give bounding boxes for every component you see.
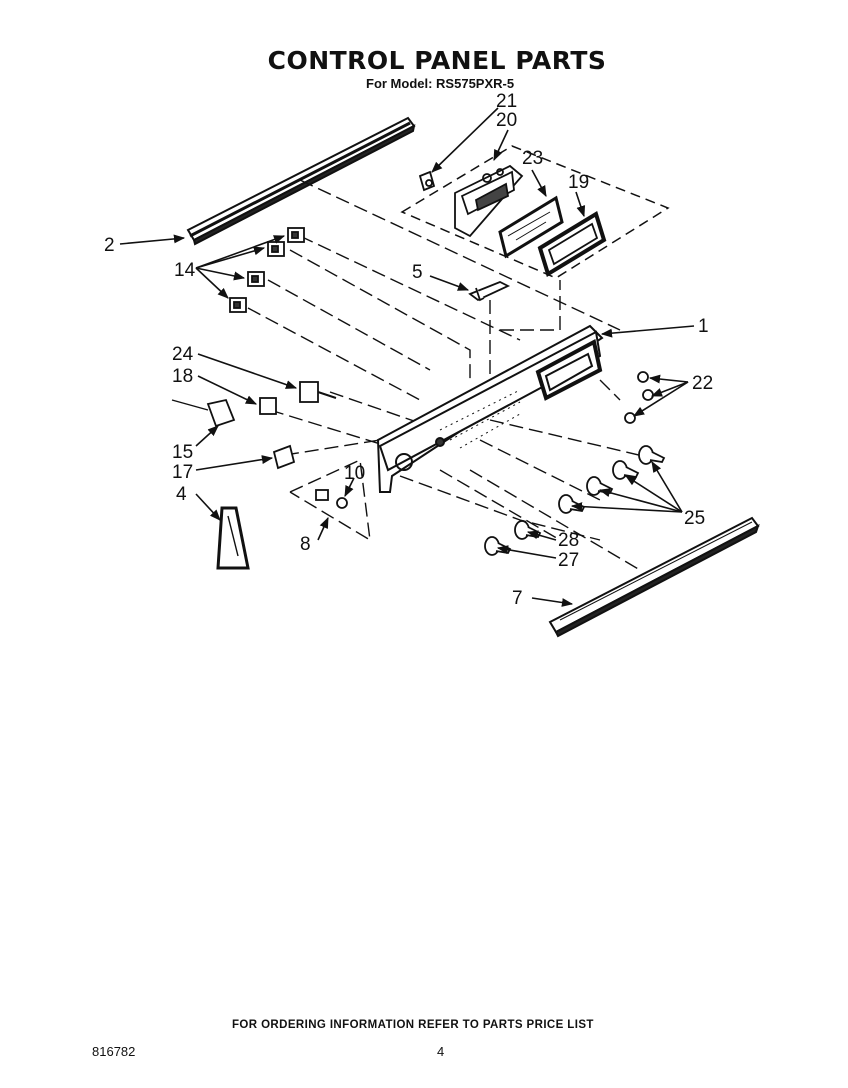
callout-18: 18 [172, 366, 193, 387]
callout-1: 1 [698, 316, 709, 337]
page-title: CONTROL PANEL PARTS [267, 46, 607, 75]
callout-17: 17 [172, 462, 193, 483]
callout-14: 14 [174, 260, 196, 281]
callout-28: 28 [558, 530, 579, 551]
callout-27: 27 [558, 550, 579, 571]
callout-7: 7 [512, 588, 523, 609]
page-number: 4 [437, 1044, 445, 1059]
callout-10: 10 [344, 463, 365, 484]
callout-21: 21 [496, 91, 517, 112]
main-control-panel [376, 324, 604, 493]
document-number: 816782 [92, 1044, 136, 1059]
top-trim-strip [186, 116, 416, 246]
callout-23: 23 [522, 148, 543, 169]
model-subtitle: For Model: RS575PXR-5 [366, 76, 515, 91]
leader-lines [247, 179, 661, 571]
switches [229, 227, 305, 313]
callout-19: 19 [568, 172, 589, 193]
callout-15: 15 [172, 442, 193, 463]
callout-8: 8 [300, 534, 311, 555]
callout-22: 22 [692, 373, 713, 394]
callout-4: 4 [176, 484, 187, 505]
clock-assembly [400, 145, 670, 279]
callout-5: 5 [412, 262, 423, 283]
bottom-trim-strip [548, 516, 760, 638]
ordering-note: FOR ORDERING INFORMATION REFER TO PARTS … [232, 1019, 594, 1031]
callout-20: 20 [496, 110, 517, 131]
callout-24: 24 [172, 344, 194, 365]
left-components [171, 381, 348, 570]
callout-2: 2 [104, 235, 115, 256]
callout-25: 25 [684, 508, 705, 529]
callout-arrows [119, 107, 695, 607]
callout-labels: 2 14 24 18 15 17 4 8 10 21 20 23 19 5 1 … [104, 91, 713, 609]
knob-bracket [468, 281, 511, 302]
